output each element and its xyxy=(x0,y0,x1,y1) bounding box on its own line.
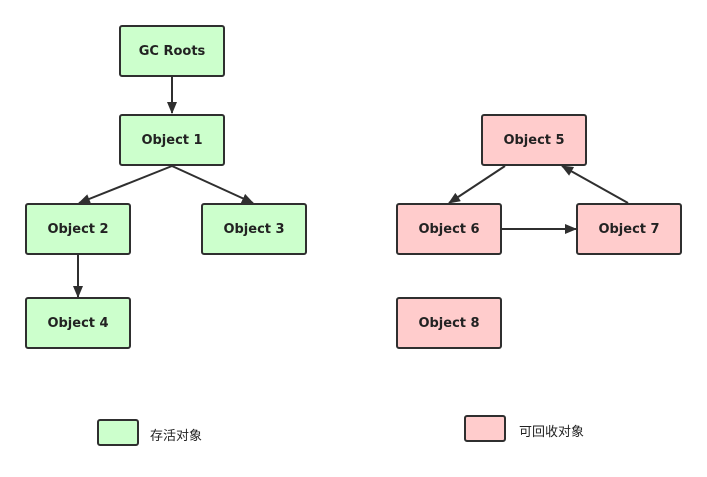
edge-object1-object2 xyxy=(78,165,173,204)
node-object-8-label: Object 8 xyxy=(418,315,480,331)
node-object-6: Object 6 xyxy=(396,203,502,255)
edge-object7-object5 xyxy=(561,165,629,204)
node-object-6-label: Object 6 xyxy=(418,221,480,237)
node-object-5: Object 5 xyxy=(481,114,587,166)
node-object-5-label: Object 5 xyxy=(503,132,565,148)
node-object-4-label: Object 4 xyxy=(47,315,109,331)
node-object-7-label: Object 7 xyxy=(598,221,660,237)
node-object-1: Object 1 xyxy=(119,114,225,166)
legend-live-swatch xyxy=(97,419,139,446)
legend-dead-swatch xyxy=(464,415,506,442)
node-object-8: Object 8 xyxy=(396,297,502,349)
node-object-4: Object 4 xyxy=(25,297,131,349)
node-object-1-label: Object 1 xyxy=(141,132,203,148)
edge-object5-object6 xyxy=(448,165,506,204)
node-object-2: Object 2 xyxy=(25,203,131,255)
node-gc-roots: GC Roots xyxy=(119,25,225,77)
node-object-7: Object 7 xyxy=(576,203,682,255)
node-object-2-label: Object 2 xyxy=(47,221,109,237)
node-gc-roots-label: GC Roots xyxy=(138,43,206,59)
legend-live-label: 存活对象 xyxy=(150,429,203,444)
legend-dead-label: 可回收对象 xyxy=(519,425,585,440)
edge-object1-object3 xyxy=(171,165,254,204)
node-object-3: Object 3 xyxy=(201,203,307,255)
node-object-3-label: Object 3 xyxy=(223,221,285,237)
